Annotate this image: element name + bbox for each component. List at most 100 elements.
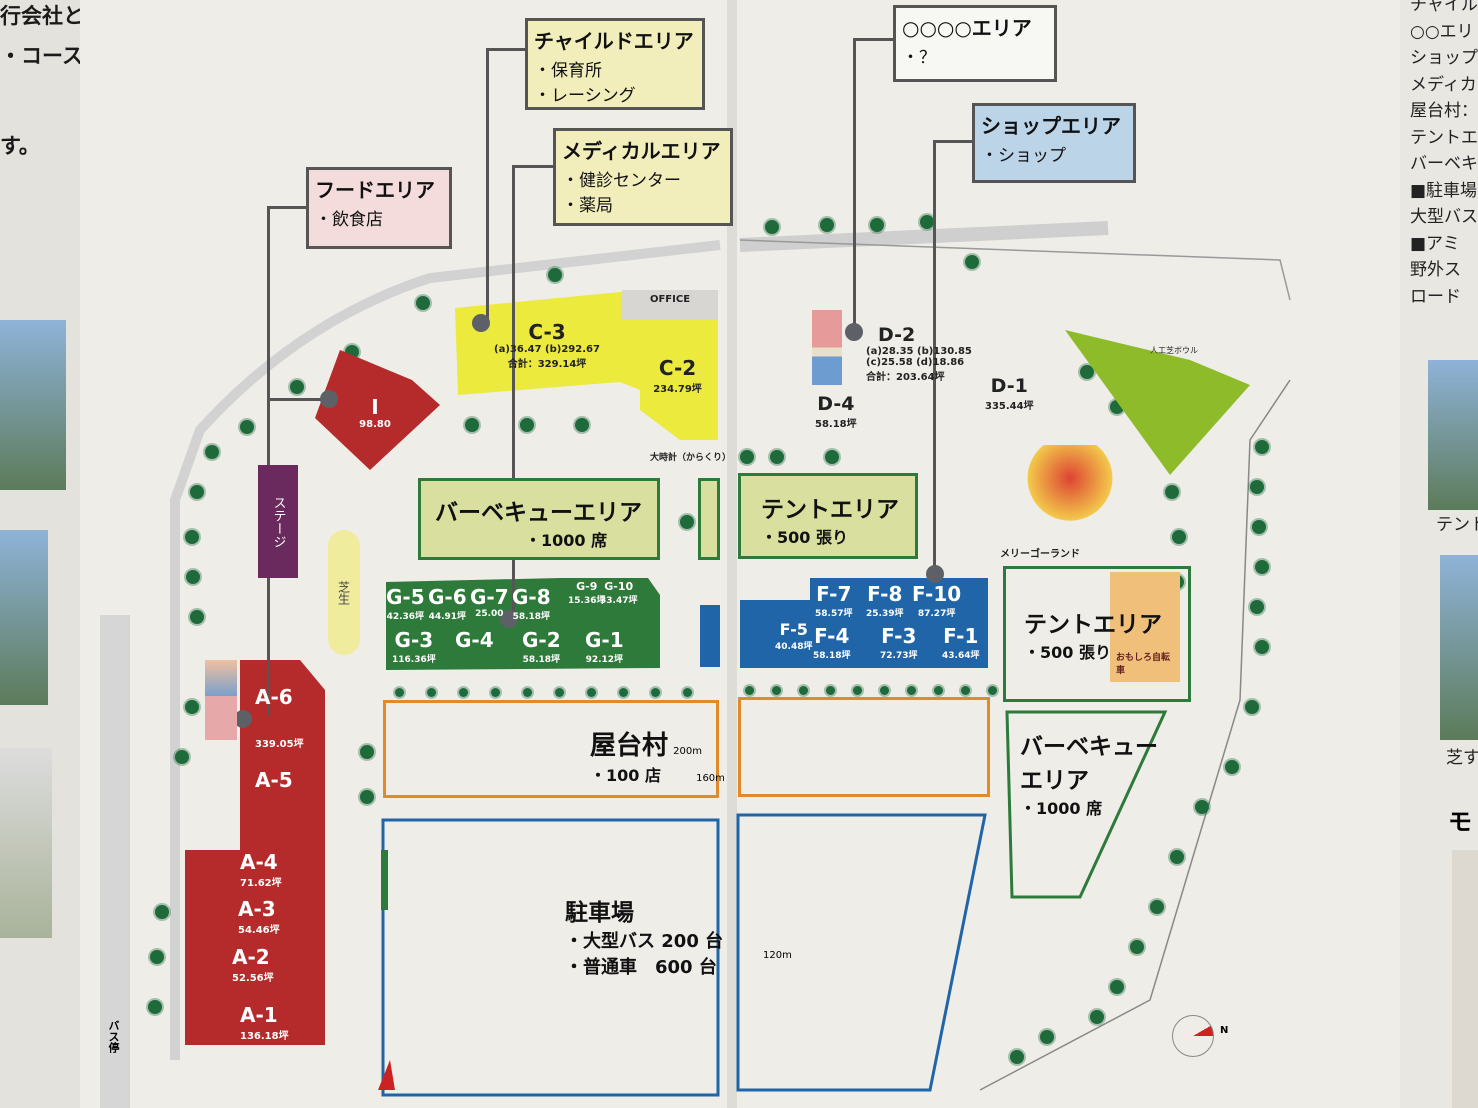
callout-item: ・健診センター bbox=[562, 171, 681, 191]
side-text-line: テントエ bbox=[1410, 127, 1478, 148]
tree-icon bbox=[1110, 980, 1124, 994]
side-text-line: チャイル bbox=[1410, 0, 1478, 15]
zone-area: 58.18坪 bbox=[813, 651, 851, 661]
zone-area: 42.36坪 bbox=[386, 612, 425, 622]
yatai-width: 200m bbox=[673, 746, 702, 757]
north-label: N bbox=[1220, 1025, 1229, 1036]
tree-icon bbox=[619, 688, 628, 697]
tree-icon bbox=[880, 686, 889, 695]
flag-shape bbox=[378, 1060, 395, 1090]
right-heading: モ bbox=[1448, 808, 1472, 836]
lawn: 芝生 bbox=[328, 530, 360, 655]
intro-line-3: す。 bbox=[0, 134, 40, 158]
zone-c2-name: C-2 bbox=[658, 356, 697, 380]
leader-child-h bbox=[486, 48, 526, 51]
tree-icon bbox=[961, 686, 970, 695]
tree-icon bbox=[575, 418, 589, 432]
tree-icon bbox=[680, 515, 694, 529]
zone-area: 44.91坪 bbox=[428, 612, 467, 622]
turf-label: 人工芝ボウル bbox=[1150, 346, 1198, 355]
tree-icon bbox=[907, 686, 916, 695]
parking-title: 駐車場 bbox=[565, 900, 634, 926]
tree-icon bbox=[1255, 560, 1269, 574]
zone-area: 92.12坪 bbox=[585, 655, 624, 665]
tree-icon bbox=[395, 688, 404, 697]
zone-g-shape bbox=[386, 578, 660, 670]
tree-icon bbox=[185, 530, 199, 544]
tree-icon bbox=[683, 688, 692, 697]
callout-title: ○○○○エリア bbox=[902, 16, 1032, 40]
zone-name: G-3 bbox=[394, 628, 434, 652]
side-text-line: ○○エリ bbox=[1410, 21, 1474, 42]
zone-name: G-8 bbox=[512, 585, 551, 609]
bbq-area-1-title: バーベキューエリア bbox=[435, 500, 642, 526]
marker-unknown bbox=[845, 323, 863, 341]
office-shape bbox=[622, 290, 718, 320]
fun-bicycle-area: おもしろ自転車 bbox=[1110, 572, 1180, 682]
zone-area: 58.18坪 bbox=[522, 655, 561, 665]
zone-name: F-5 bbox=[779, 620, 808, 639]
callout-title: チャイルドエリア bbox=[534, 29, 694, 53]
leader-medical bbox=[512, 165, 515, 620]
tree-icon bbox=[416, 296, 430, 310]
zone-name: A-4 bbox=[240, 850, 278, 874]
tree-icon bbox=[360, 745, 374, 759]
callout-child-area: チャイルドエリア ・保育所 ・レーシング bbox=[525, 18, 705, 110]
photo-caption-1: テント bbox=[1436, 515, 1478, 535]
callout-shop-area: ショップエリア ・ショップ bbox=[972, 103, 1136, 183]
zone-c3-detail: (a)36.47 (b)292.67 bbox=[494, 344, 600, 355]
tree-icon bbox=[427, 688, 436, 697]
zone-area: 54.46坪 bbox=[238, 925, 280, 936]
zone-name: F-3 bbox=[881, 624, 917, 648]
zone-area: 58.57坪 bbox=[815, 609, 853, 619]
merry-go-round-icon bbox=[1025, 445, 1115, 540]
tree-icon bbox=[148, 1000, 162, 1014]
tent-area-2-title: テントエリア bbox=[1024, 612, 1162, 638]
callout-food-area: フードエリア ・飲食店 bbox=[306, 167, 452, 249]
photo-caption-2: 芝す bbox=[1446, 748, 1478, 768]
marker-food-i bbox=[320, 390, 338, 408]
parking-car: ・普通車 600 台 bbox=[565, 957, 717, 978]
tree-icon bbox=[920, 215, 934, 229]
zone-i-area: 98.80 bbox=[359, 419, 391, 430]
stage: ステージ bbox=[258, 465, 298, 578]
yatai-village-left bbox=[383, 700, 719, 798]
tree-icon bbox=[853, 686, 862, 695]
office-label: OFFICE bbox=[649, 294, 691, 305]
zone-name: G-10 bbox=[604, 580, 634, 593]
zone-i-shape bbox=[315, 350, 440, 470]
zone-d2-detail1: (a)28.35 (b)130.85 bbox=[866, 346, 972, 357]
photo-left-3 bbox=[0, 748, 52, 938]
tree-icon bbox=[186, 570, 200, 584]
zone-area: 43.64坪 bbox=[942, 651, 980, 661]
tree-icon bbox=[799, 686, 808, 695]
tree-icon bbox=[1245, 700, 1259, 714]
zone-name: A-2 bbox=[232, 945, 270, 969]
zone-name: G-6 bbox=[428, 585, 467, 609]
zone-f-3: F-5 40.48坪 bbox=[775, 620, 812, 652]
parking-left-shape bbox=[381, 818, 720, 1097]
zone-c-shape bbox=[455, 292, 718, 440]
side-text-line: 大型バス bbox=[1410, 207, 1478, 227]
parking-bus: ・大型バス 200 台 bbox=[565, 931, 724, 952]
leader-shop-h bbox=[933, 140, 973, 143]
tree-icon bbox=[934, 686, 943, 695]
zone-area: 136.18坪 bbox=[240, 1031, 289, 1042]
yatai-title: 屋台村 bbox=[590, 731, 669, 761]
zone-d2: D-2 (a)28.35 (b)130.85 (c)25.58 (d)18.86… bbox=[866, 324, 972, 383]
tree-icon bbox=[826, 686, 835, 695]
leader-child bbox=[486, 48, 489, 320]
zone-d4-name: D-4 bbox=[817, 393, 855, 415]
tree-icon bbox=[205, 445, 219, 459]
zone-area: 40.48坪 bbox=[775, 642, 813, 652]
right-page-text: チャイル○○エリショップメディカ屋台村：テントエバーベキ■駐車場大型バス■アミ野… bbox=[1410, 0, 1478, 310]
tree-icon bbox=[1040, 1030, 1054, 1044]
tree-icon bbox=[1080, 365, 1094, 379]
yatai-count: ・100 店 bbox=[590, 766, 661, 785]
zone-a-0: A-6 bbox=[255, 685, 293, 709]
